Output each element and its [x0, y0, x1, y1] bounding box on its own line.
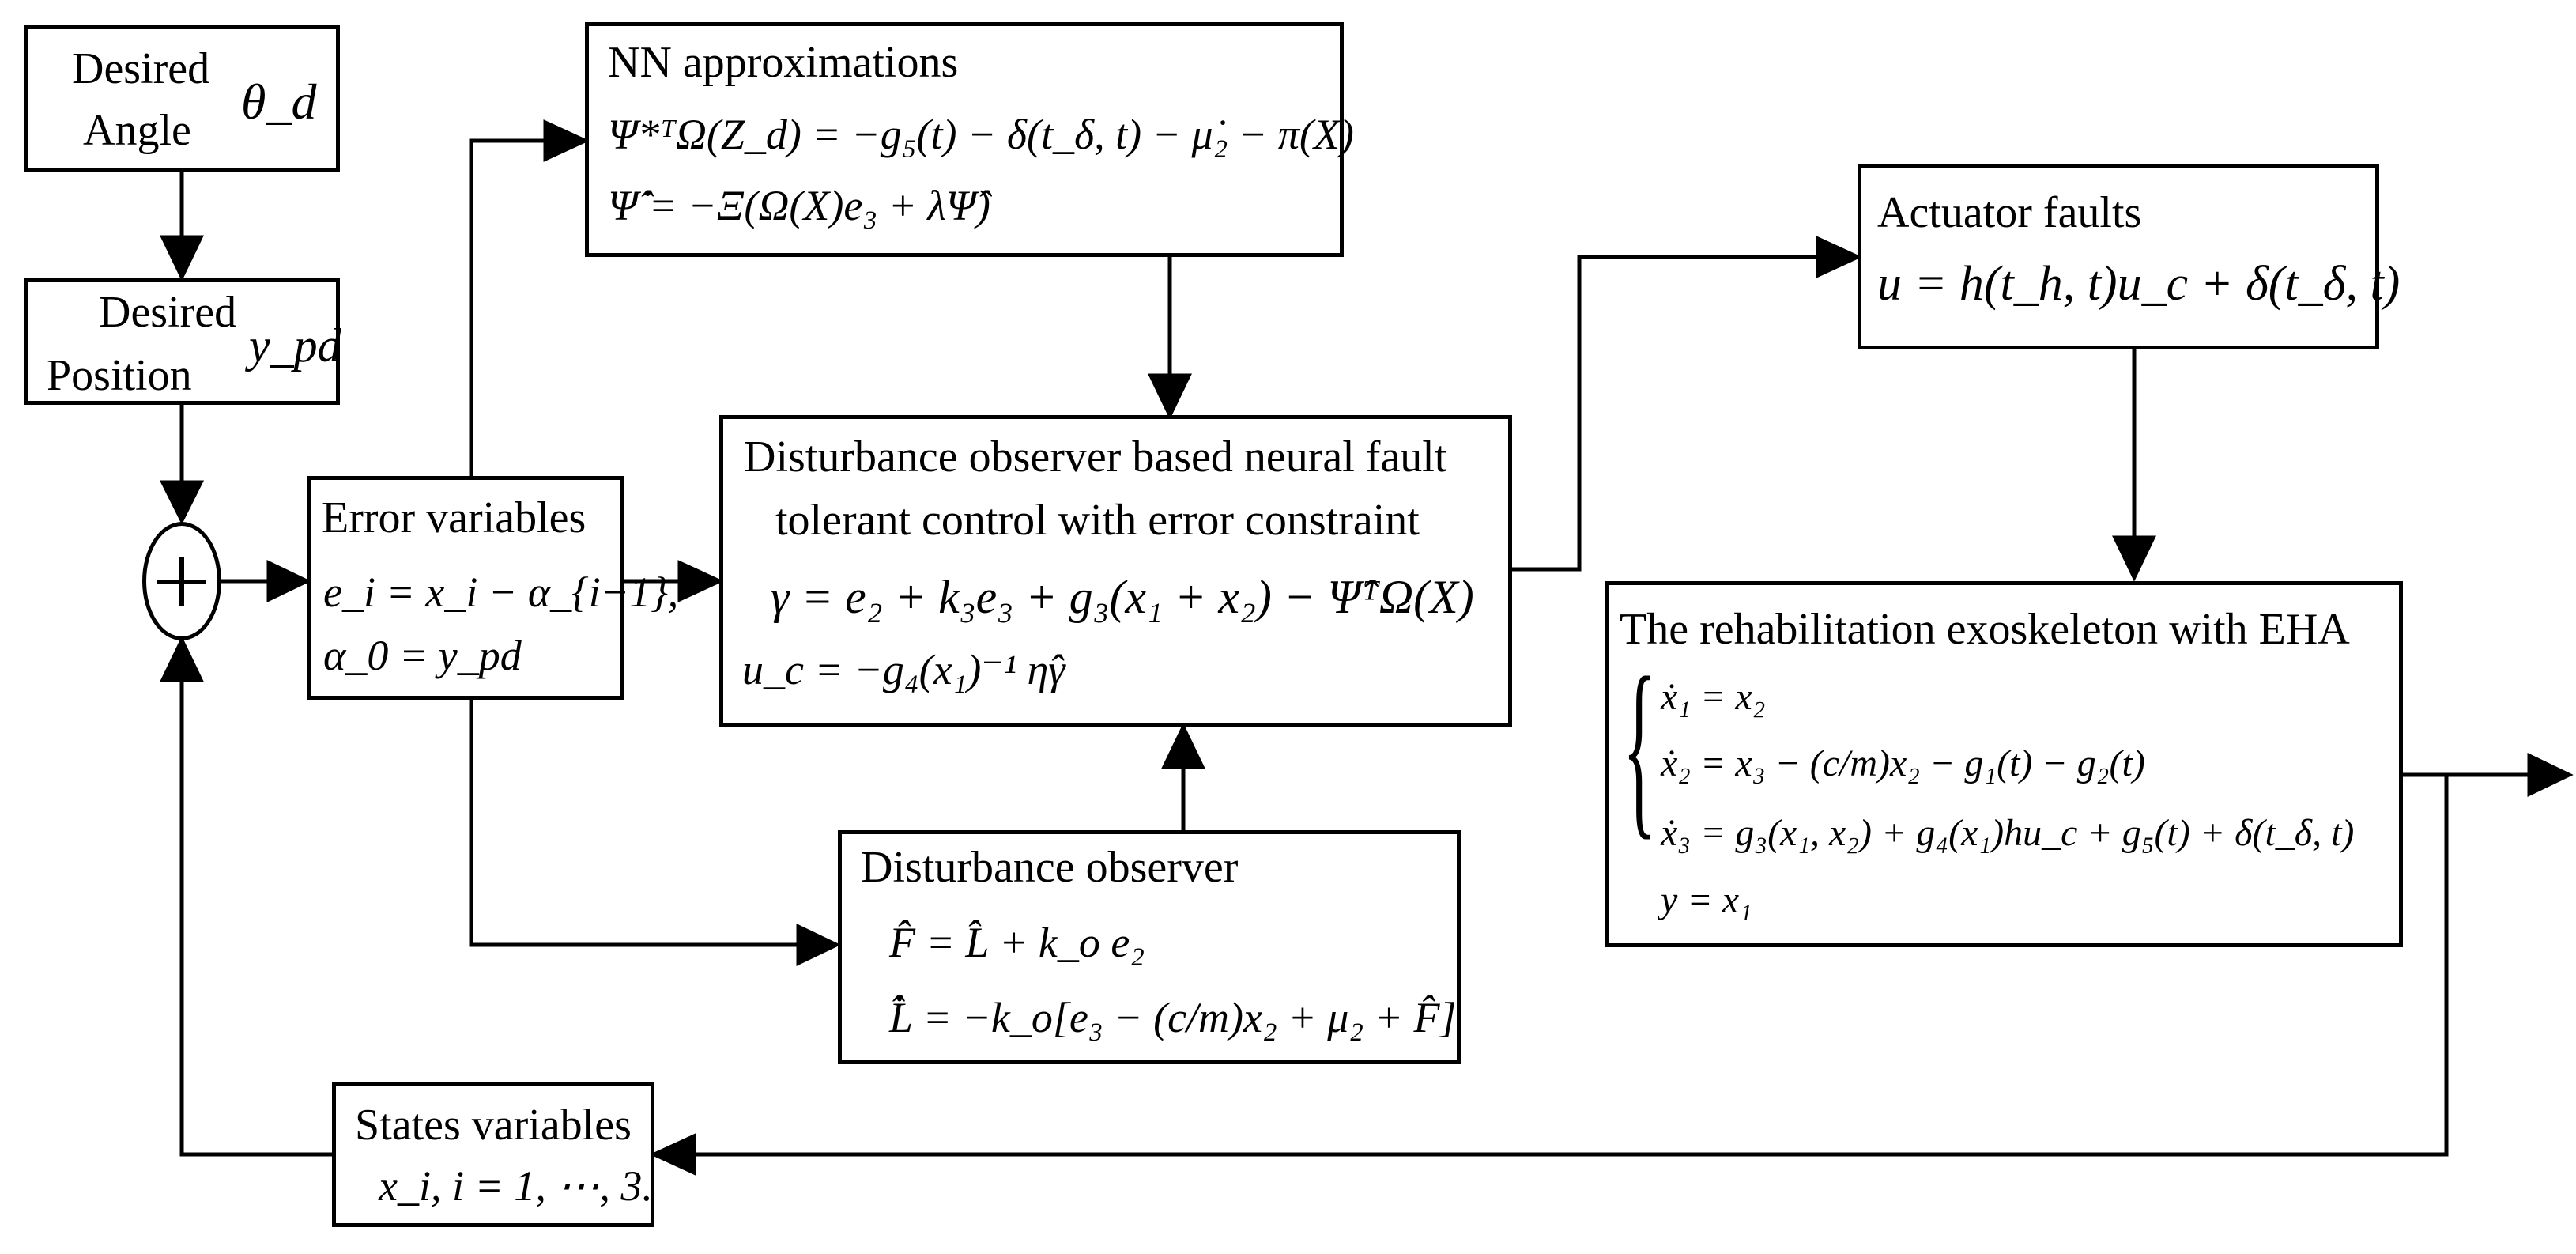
nn-approximations-block: NN approximations Ψ*ᵀΩ(Z_d) = −g₅(t) − δ…: [585, 22, 1354, 257]
actuator-faults-block: Actuator faults u = h(t_h, t)u_c + δ(t_δ…: [1858, 164, 2400, 349]
exoskeleton-block: The rehabilitation exoskeleton with EHA …: [1605, 581, 2403, 947]
exoskeleton-eq4: y = x₁: [1661, 879, 1752, 921]
wire-feedback-to-summer: [179, 680, 332, 1157]
arrowhead: [2112, 535, 2156, 582]
wire-output-to-states: [688, 775, 2449, 1157]
plus-sign-vertical: [179, 557, 184, 606]
exoskeleton-eq2: ẋ₂ = x₃ − (c/m)x₂ − g₁(t) − g₂(t): [1661, 742, 2145, 784]
arrowhead: [160, 235, 204, 281]
controller-eq2: u_c = −g₄(x₁)⁻¹ η̂γ: [742, 646, 1065, 693]
arrowhead: [543, 119, 590, 162]
desired-position-line1: Desired: [99, 288, 237, 337]
actuator-faults-title: Actuator faults: [1877, 188, 2142, 237]
disturbance-observer-block: Disturbance observer F̂ = L̂ + k_o e₂ L̂…: [838, 830, 1461, 1064]
arrowhead: [266, 560, 311, 602]
desired-position-symbol: y_pd: [249, 319, 341, 372]
exoskeleton-title: The rehabilitation exoskeleton with EHA: [1620, 605, 2350, 654]
arrowhead: [160, 636, 204, 682]
states-variables-eq1: x_i, i = 1, ⋯, 3.: [379, 1162, 653, 1210]
exoskeleton-eq3: ẋ₃ = g₃(x₁, x₂) + g₄(x₁)hu_c + g₅(t) + δ…: [1661, 812, 2355, 854]
arrowhead: [796, 924, 841, 966]
wire-error-to-observer: [469, 700, 798, 947]
controller-block: Disturbance observer based neural fault …: [719, 415, 1512, 727]
wire-error-to-nn: [469, 138, 545, 476]
exoskeleton-brace: {: [1623, 637, 1656, 856]
nn-approximations-title: NN approximations: [608, 38, 959, 87]
controller-title-line2: tolerant control with error constraint: [775, 496, 1420, 545]
disturbance-observer-eq2: L̂̇ = −k_o[e₃ − (c/m)x₂ + μ₂ + F̂]: [889, 994, 1457, 1041]
desired-angle-line2: Angle: [83, 106, 191, 155]
summing-junction: [142, 522, 221, 640]
states-variables-title: States variables: [355, 1101, 632, 1150]
arrowhead: [2527, 753, 2574, 797]
exoskeleton-eq1: ẋ₁ = x₂: [1661, 676, 1766, 718]
desired-angle-symbol: θ_d: [241, 74, 317, 130]
arrowhead: [1816, 236, 1862, 278]
error-variables-eq1: e_i = x_i − α_{i−1},: [323, 568, 679, 616]
error-variables-block: Error variables e_i = x_i − α_{i−1}, α_0…: [307, 476, 678, 700]
desired-position-block: Desired Position y_pd: [24, 278, 341, 405]
arrowhead: [1161, 723, 1205, 769]
disturbance-observer-title: Disturbance observer: [861, 843, 1239, 892]
arrowhead: [159, 480, 205, 525]
states-variables-block: States variables x_i, i = 1, ⋯, 3.: [332, 1082, 654, 1227]
controller-title-line1: Disturbance observer based neural fault: [744, 432, 1447, 482]
nn-approximations-eq2: Ψ̂̇ = −Ξ(Ω(X)e₃ + λΨ̂): [608, 182, 990, 229]
controller-eq1: γ = e₂ + k₃e₃ + g₃(x₁ + x₂) − Ψ̂ᵀΩ(X): [771, 571, 1474, 623]
actuator-faults-eq1: u = h(t_h, t)u_c + δ(t_δ, t): [1877, 257, 2401, 311]
arrowhead: [650, 1133, 696, 1176]
arrowhead: [1148, 373, 1192, 420]
wire-controller-to-actuator: [1512, 255, 1818, 572]
arrowhead: [677, 560, 724, 602]
disturbance-observer-eq1: F̂ = L̂ + k_o e₂: [889, 919, 1145, 966]
error-variables-eq2: α_0 = y_pd: [323, 632, 522, 679]
desired-position-line2: Position: [47, 351, 192, 400]
desired-angle-block: Desired Angle θ_d: [24, 25, 340, 172]
desired-angle-line1: Desired: [72, 44, 210, 93]
error-variables-title: Error variables: [322, 493, 586, 542]
nn-approximations-eq1: Ψ*ᵀΩ(Z_d) = −g₅(t) − δ(t_δ, t) − μ̇₂ − π…: [608, 111, 1354, 158]
